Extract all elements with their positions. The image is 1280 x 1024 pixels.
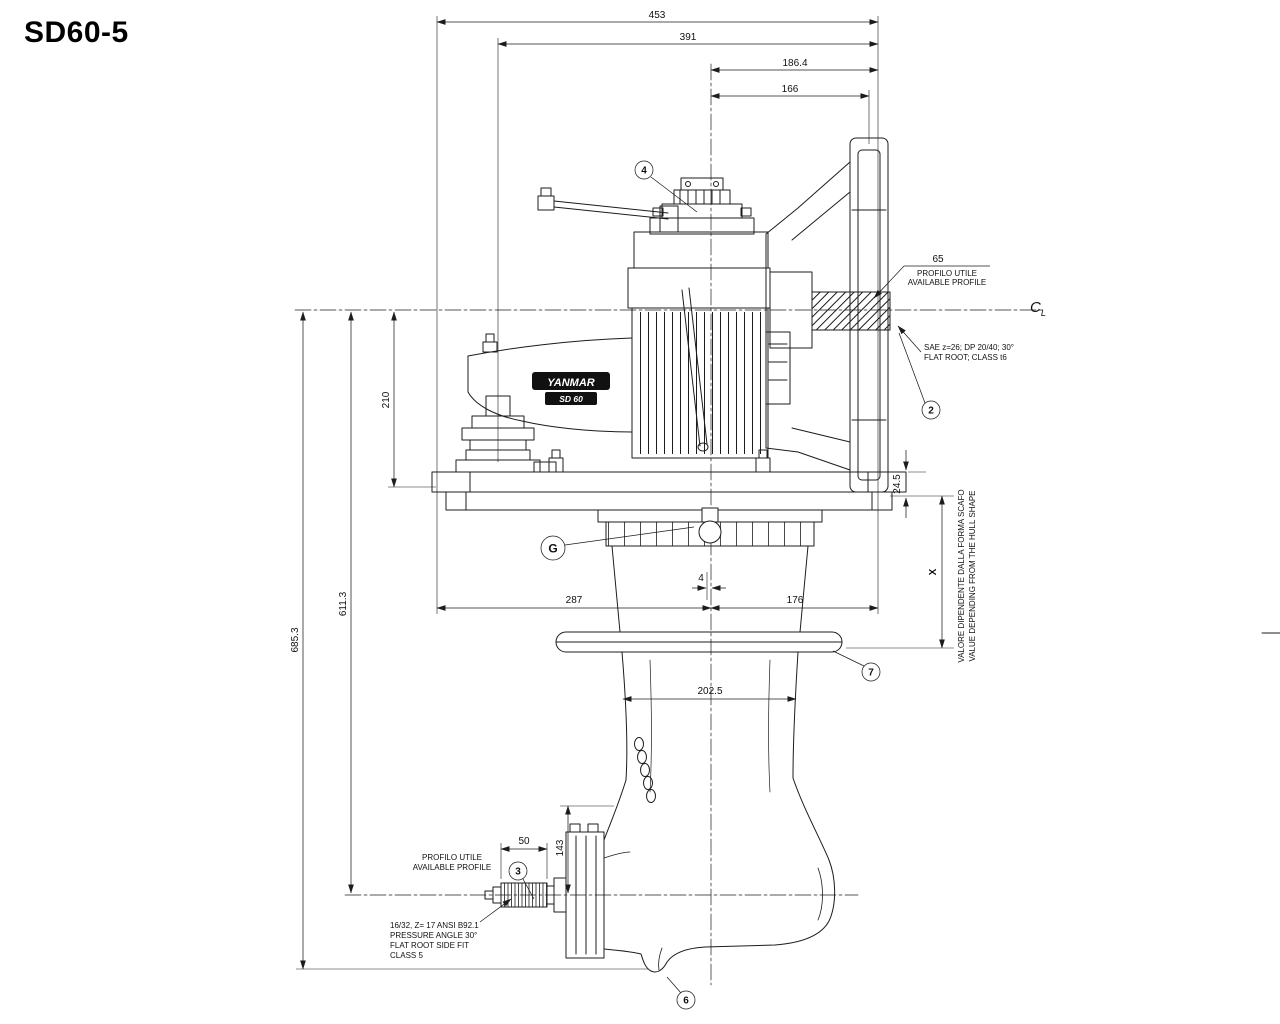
dim-24-5-label: 24.5 [892,474,903,494]
dim-x-label: X [928,568,939,575]
spline-lower-note-line4: CLASS 5 [390,951,423,960]
callout-2-label: 2 [928,406,934,417]
dim-391-label: 391 [680,32,697,43]
hull-note-line1: VALORE DIPENDENTE DALLA FORMA SCAFO [957,489,966,662]
extension-lines [296,16,954,970]
profile-lower-note-line2: AVAILABLE PROFILE [413,863,491,872]
callout-6-circle [676,990,696,1010]
dim-176-label: 176 [787,595,804,606]
flange-bolt [755,457,771,473]
model-plate-label: SD 60 [559,394,583,404]
dim-611-3-label: 611.3 [338,591,349,616]
mounting-flange [431,449,907,511]
callout-4-circle [634,160,654,180]
dimension-lines [296,16,990,1010]
dim-166-label: 166 [782,84,799,95]
dim-186-4-label: 186.4 [782,58,807,69]
dim-287-label: 287 [566,595,583,606]
diaphragm-flange [555,631,843,653]
drawing-title: SD60-5 [24,16,129,49]
callout-7-label: 7 [868,668,874,679]
spec-plate [765,331,791,405]
dim-4-label: 4 [698,573,704,584]
sae-note-line1: SAE z=26; DP 20/40; 30° [924,343,1014,352]
callout-g-circle [540,535,566,561]
upper-gearbox [627,231,791,459]
callout-3-label: 3 [515,867,521,878]
spline-lower-note-line3: FLAT ROOT SIDE FIT [390,941,469,950]
callout-4-label: 4 [641,166,647,177]
skeg [658,947,663,971]
callout-2-circle [921,400,941,420]
profile-upper-note-line1: PROFILO UTILE [917,269,977,278]
model-plate [545,392,597,405]
shift-linkage [537,187,679,233]
water-fitting-stem [701,507,719,523]
dim-202-5-label: 202.5 [697,686,722,697]
spline-lower-note-line2: PRESSURE ANGLE 30° [390,931,477,940]
callout-6-label: 6 [683,996,689,1007]
brand-plates [532,372,610,405]
dim-453-label: 453 [649,10,666,21]
spline-lower-note-line1: 16/32, Z= 17 ANSI B92.1 [390,921,479,930]
leader-lower-spline-note [479,898,512,923]
dipstick-tube [681,289,701,447]
dim-50-label: 50 [518,836,530,847]
dim-65-label: 65 [932,254,944,265]
lower-gearcase [565,777,836,973]
profile-lower-note-line1: PROFILO UTILE [422,853,482,862]
water-intake-slots [634,737,656,803]
vertical-leg [611,545,809,803]
hull-note-line2: VALUE DEPENDING FROM THE HULL SHAPE [968,491,977,662]
centerline-symbol: CL [1030,299,1046,318]
leader-available-profile-upper [873,265,905,299]
labels: 453 391 186.4 166 287 176 4 685.3 611.3 … [290,10,1046,1007]
prop-shaft-spline [500,882,548,908]
centerline-symbol-l: L [1041,308,1046,318]
sae-note-line2: FLAT ROOT; CLASS t6 [924,353,1007,362]
callout-3-circle [508,861,528,881]
horn-bolt [482,341,498,353]
front-horn-housing [467,333,633,433]
clamp-ring [597,507,823,547]
leader-sae-spline [897,325,922,353]
callout-g-label: G [548,542,557,556]
dim-685-3-label: 685.3 [290,627,301,652]
centerline-symbol-c: C [1030,299,1041,316]
dim-210-label: 210 [381,391,392,408]
yanmar-plate-label: YANMAR [547,377,595,389]
yanmar-plate [532,372,610,390]
profile-upper-note-line2: AVAILABLE PROFILE [908,278,986,287]
callouts [508,160,941,1010]
rubber-mount [455,395,557,473]
machine-geometry [294,63,1280,986]
dim-143-label: 143 [555,839,566,856]
callout-7-circle [861,662,881,682]
input-spline-shaft [811,291,891,331]
oil-filler-cap [649,177,755,235]
water-fitting-ball [698,520,722,544]
